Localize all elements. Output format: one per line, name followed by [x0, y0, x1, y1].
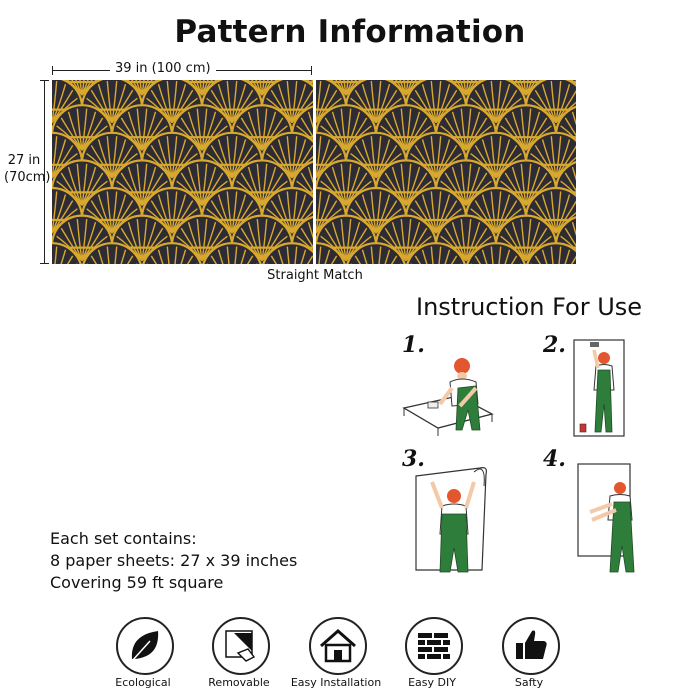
fan-motif: [110, 214, 174, 262]
fan-motif: [554, 161, 576, 196]
fan-motif: [230, 214, 294, 262]
height-dimension-tick: [40, 80, 49, 81]
fan-motif: [140, 186, 204, 234]
set-info-sheets: 8 paper sheets: 27 x 39 inches: [50, 551, 298, 570]
fan-motif: [200, 186, 264, 234]
fan-motif: [52, 186, 84, 234]
fan-motif: [230, 159, 294, 206]
brick-wall-icon: [405, 617, 463, 675]
fan-motif: [110, 104, 174, 151]
fan-motif: [170, 214, 234, 262]
house-icon: [309, 617, 367, 675]
fan-motif: [464, 131, 528, 179]
step-3-illustration: [415, 467, 487, 573]
step-number-1: 1.: [402, 332, 425, 358]
feature-label-easy-diy: Easy DIY: [408, 676, 456, 689]
feature-label-safty: Safty: [514, 676, 544, 689]
set-contents-info: Each set contains: 8 paper sheets: 27 x …: [50, 528, 297, 594]
fan-motif: [142, 242, 202, 264]
fan-motif: [290, 160, 313, 197]
fan-motif: [290, 105, 313, 142]
fan-motif: [170, 104, 234, 151]
fan-motif: [316, 104, 378, 151]
fan-motif: [434, 214, 498, 262]
fan-motif: [374, 104, 438, 151]
thumbs-up-icon: [502, 617, 560, 675]
set-info-coverage: Covering 59 ft square: [50, 573, 224, 592]
step-4-illustration: [577, 463, 635, 573]
pattern-panel-right: [316, 80, 576, 264]
set-info-heading: Each set contains:: [50, 529, 197, 548]
width-dimension-tick: [311, 66, 312, 75]
fan-motif: [524, 131, 576, 179]
fan-motif: [290, 215, 313, 252]
height-inches: 27 in: [7, 153, 41, 168]
fan-motif: [52, 214, 114, 262]
fan-motif: [202, 242, 262, 264]
width-dimension-tick: [52, 66, 53, 75]
fan-motif: [466, 242, 526, 264]
feature-label-ecological: Ecological: [115, 676, 171, 689]
fan-motif: [52, 242, 82, 264]
fan-motif: [374, 214, 438, 262]
fan-motif: [82, 242, 142, 264]
step-1-illustration: [402, 358, 494, 436]
fan-motif: [524, 80, 576, 124]
page-title: Pattern Information: [174, 14, 526, 50]
fan-motif: [260, 131, 313, 179]
fan-motif: [344, 186, 408, 234]
pattern-panel-left: [52, 80, 313, 264]
fan-motif: [316, 242, 346, 264]
feature-label-removable: Removable: [208, 676, 270, 689]
step-number-3: 3.: [402, 446, 425, 472]
peel-icon: [212, 617, 270, 675]
width-dimension-label: 39 in (100 cm): [110, 61, 216, 76]
leaf-icon: [116, 617, 174, 675]
step-number-4: 4.: [543, 446, 566, 472]
fan-motif: [346, 242, 406, 264]
height-dimension-label: 27 in (70cm): [4, 152, 51, 186]
fan-motif: [260, 80, 313, 124]
fan-motif: [140, 131, 204, 179]
fan-motif: [110, 159, 174, 206]
pattern-match-caption: Straight Match: [267, 268, 363, 283]
fan-motif: [494, 104, 558, 151]
step-2-illustration: [573, 339, 625, 437]
fan-motif: [554, 105, 576, 141]
fan-motif: [374, 159, 438, 206]
fan-motif-group: [316, 80, 576, 264]
fan-motif: [80, 131, 144, 179]
step-number-2: 2.: [543, 332, 566, 358]
fan-motif: [526, 242, 576, 264]
fan-motif: [554, 216, 576, 251]
height-cm: (70cm): [4, 170, 51, 185]
height-dimension-line: [44, 80, 45, 264]
fan-motif: [316, 131, 348, 179]
feature-label-easy-installation: Easy Installation: [290, 676, 382, 689]
fan-motif: [262, 242, 313, 264]
fan-motif: [524, 186, 576, 234]
fan-motif: [406, 242, 466, 264]
instructions-title: Instruction For Use: [416, 293, 643, 321]
fan-motif-group: [52, 80, 313, 264]
fan-motif: [260, 186, 313, 234]
fan-motif: [140, 80, 204, 124]
fan-motif: [316, 159, 378, 206]
height-dimension-tick: [40, 263, 49, 264]
